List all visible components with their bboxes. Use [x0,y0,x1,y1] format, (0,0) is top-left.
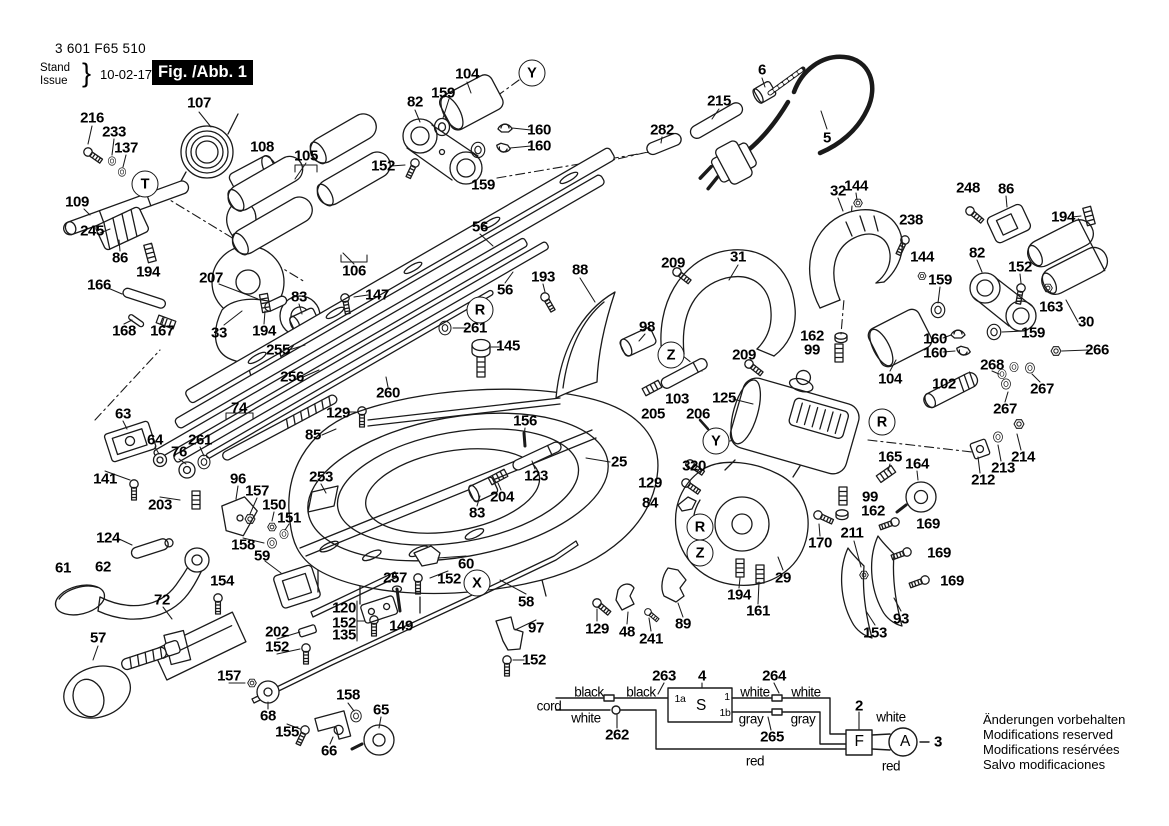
armature-circle [888,727,918,757]
nut-block-63 [103,420,157,463]
cord-nut-6 [752,81,777,104]
threaded-rod-74 [222,394,338,461]
switch-box [667,687,733,723]
rod-257 [310,571,398,618]
stud-102 [923,371,979,409]
tubes-105-106 [227,113,391,256]
part-number: 3 601 F65 510 [55,41,146,56]
square-nut-212 [969,438,991,460]
washer-disc-68 [256,680,280,704]
modification-notice-modifications-res-rv-es: Modifications resérvées [983,742,1120,757]
clamp-30 [1027,218,1109,296]
link-plate-82b [969,272,1037,332]
figure-label: Fig. /Abb. 1 [152,60,253,85]
detent-arms [840,535,903,639]
lever-cap-61 [54,584,106,616]
handle-31 [660,249,796,357]
star-knob-164 [895,481,937,514]
bracket-59 [273,564,321,609]
bolt-149 [391,585,403,613]
slide-rails [153,147,615,463]
plate-120 [360,595,399,624]
issue-label: Issue [40,75,68,87]
wiring-schematic [555,682,930,757]
sleeve-98 [619,327,657,357]
bolt-145 [471,338,491,378]
clip-97 [495,616,524,651]
pin-166 [122,287,166,309]
bracket-66 [314,710,352,740]
plug [698,140,757,191]
modification-notice-modifications-reserved: Modifications reserved [983,727,1114,742]
modification-notice--nderungen-vorbehalten: Änderungen vorbehalten [983,712,1126,727]
pin-124 [130,538,174,559]
gear-housing-29 [674,459,809,586]
stand-label: Stand [40,62,71,74]
tube-282 [646,132,682,156]
saw-table [288,388,659,614]
torsion-spring [174,113,239,193]
latch-48 [615,583,635,611]
clip-202 [298,624,317,638]
motor-housing-125 [729,369,860,475]
pin-206 [698,418,710,431]
modification-notice-salvo-modificaciones: Salvo modificaciones [983,757,1106,772]
rod-103 [660,357,708,389]
pin-168 [128,314,145,328]
leader-lines [83,77,1089,745]
knob-57 [63,639,181,719]
issue-date: 10-02-17 [100,67,153,82]
sleeve-83b [468,476,499,503]
slide-block-245 [95,206,150,251]
stand-issue-label: Stand Issue [40,62,70,88]
brace-glyph: } [82,58,92,88]
roller-104b [867,308,933,368]
tube-215 [689,102,744,139]
guard-88 [555,291,616,399]
fuse-box [845,729,873,756]
link-plate-82 [402,118,483,185]
clip-84 [677,496,697,512]
plate-253 [307,485,339,513]
bracket-89 [661,567,687,603]
handle-32 [808,209,903,309]
slide-block-86b [986,203,1032,244]
lever-62 [97,547,210,620]
roller-104 [438,74,504,131]
knob-65 [350,724,395,756]
